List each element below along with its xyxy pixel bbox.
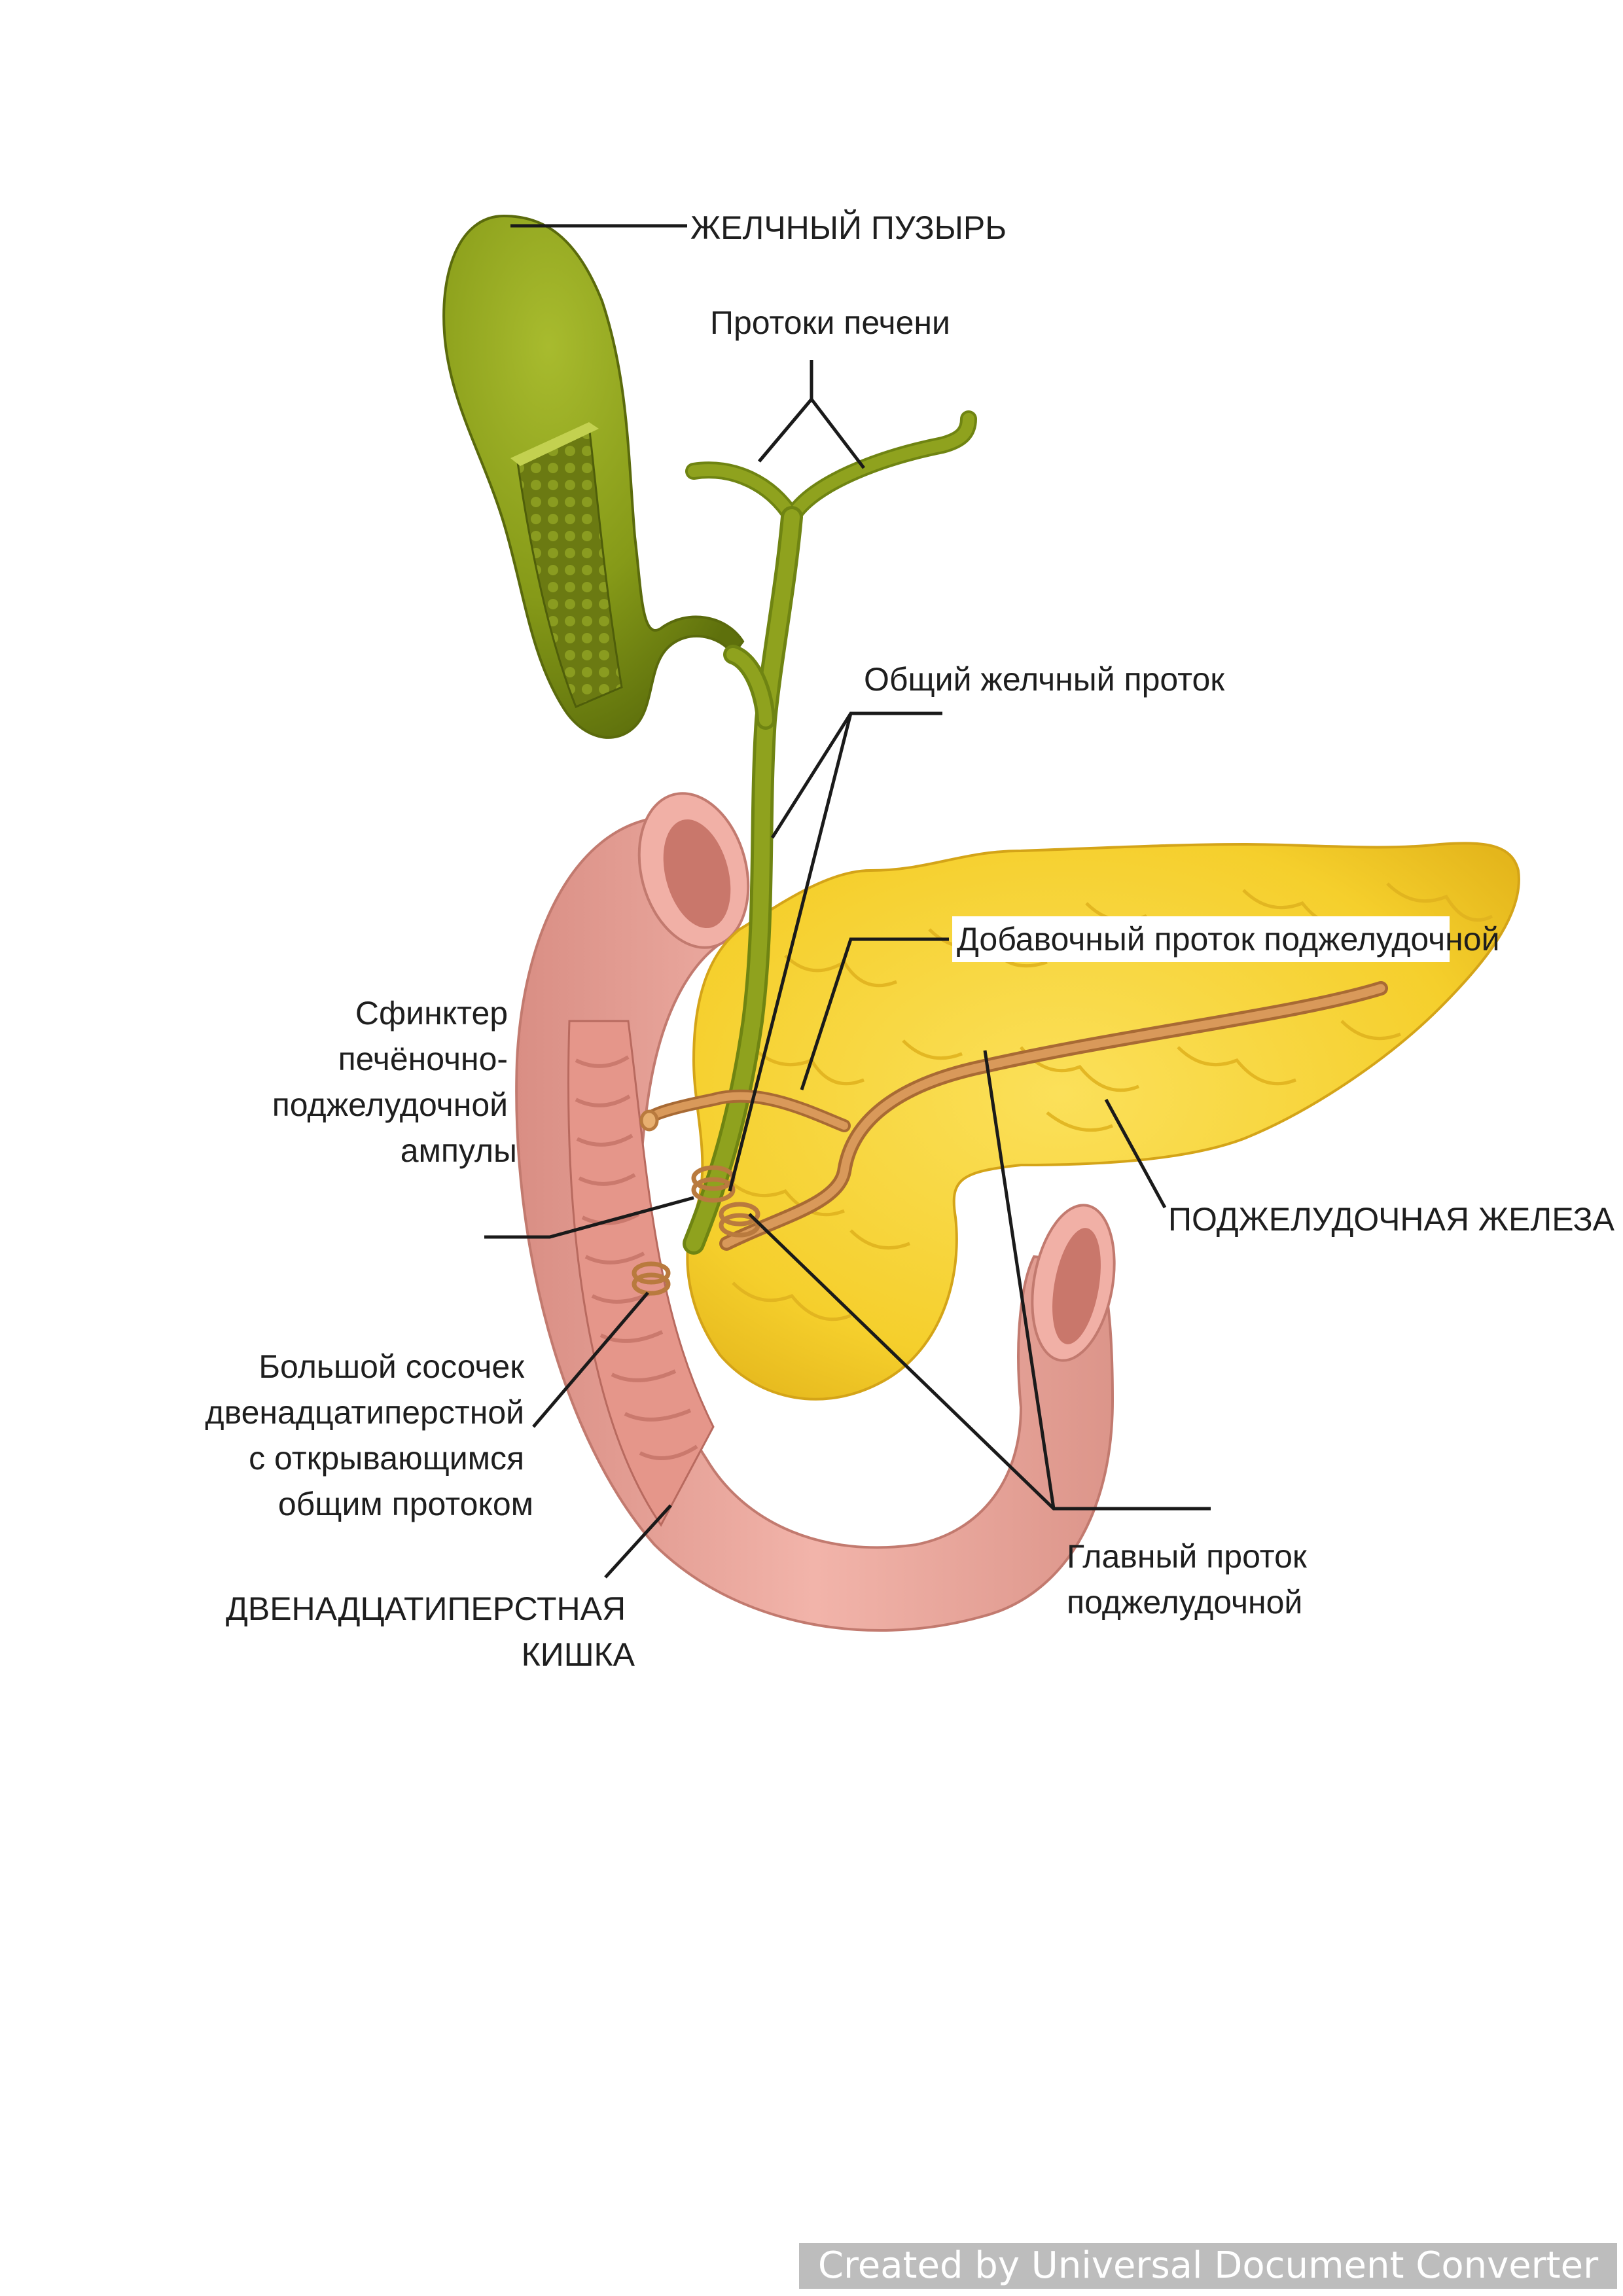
label-papilla-line1: Большой сосочек — [259, 1348, 525, 1385]
label-duodenum-line2: КИШКА — [522, 1636, 635, 1673]
leader-accessory-duct — [800, 937, 949, 1090]
label-duodenum: ДВЕНАДЦАТИПЕРСТНАЯ КИШКА — [226, 1590, 635, 1673]
label-sphincter-line2: печёночно- — [338, 1041, 508, 1077]
label-sphincter: Сфинктер печёночно- поджелудочной ампулы — [272, 995, 517, 1169]
leader-duodenum — [604, 1504, 672, 1579]
label-sphincter-line1: Сфинктер — [355, 995, 508, 1031]
leader-papilla — [532, 1291, 649, 1428]
sphincter-rings — [632, 1109, 760, 1296]
leader-pancreas — [1104, 1098, 1167, 1209]
label-main-duct-line1: Главный проток — [1067, 1538, 1308, 1575]
leader-common-bile-duct — [728, 711, 942, 1192]
pancreatic-ducts — [641, 981, 1388, 1251]
label-common-bile-duct: Общий желчный проток — [864, 661, 1225, 698]
watermark: Created by Universal Document Converter — [799, 2243, 1617, 2289]
label-sphincter-line4: ампулы — [401, 1132, 517, 1169]
leader-lines — [484, 224, 1211, 1579]
label-duodenum-line1: ДВЕНАДЦАТИПЕРСТНАЯ — [226, 1590, 626, 1627]
label-papilla-line3: с открывающимся — [249, 1440, 524, 1477]
label-major-papilla: Большой сосочек двенадцатиперстной с отк… — [205, 1348, 533, 1522]
gallbladder — [442, 214, 745, 739]
label-papilla-line4: общим протоком — [278, 1486, 533, 1522]
label-pancreas: ПОДЖЕЛУДОЧНАЯ ЖЕЛЕЗА — [1168, 1201, 1615, 1238]
label-papilla-line2: двенадцатиперстной — [205, 1394, 524, 1431]
label-main-duct-line2: поджелудочной — [1067, 1584, 1302, 1621]
label-hepatic-ducts: Протоки печени — [710, 304, 950, 341]
leader-hepatic-ducts-split — [758, 360, 865, 469]
duodenum — [515, 792, 1116, 1632]
label-sphincter-line3: поджелудочной — [272, 1086, 508, 1123]
label-box-accessory-duct — [952, 916, 1450, 962]
bile-ducts — [683, 410, 977, 1255]
label-main-pancreatic-duct: Главный проток поджелудочной — [1067, 1538, 1316, 1621]
leader-sphincter — [484, 1196, 694, 1239]
label-accessory-pancreatic-duct: Добавочный проток поджелудочной — [957, 921, 1500, 958]
leader-main-duct — [748, 1050, 1211, 1511]
label-gallbladder: ЖЕЛЧНЫЙ ПУЗЫРЬ — [690, 209, 1007, 246]
